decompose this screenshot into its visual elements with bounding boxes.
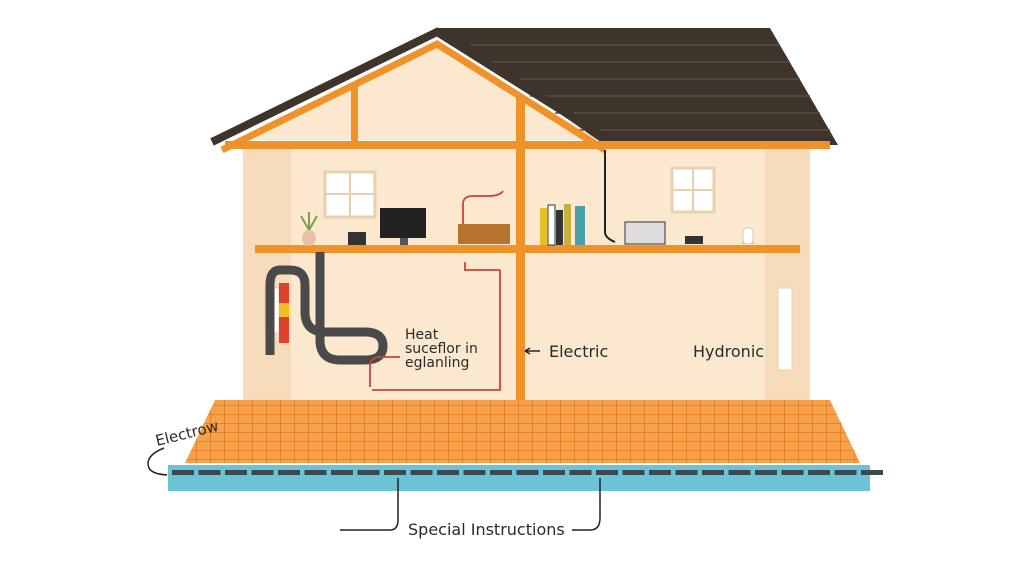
floor-slot xyxy=(410,470,433,475)
floor-slot xyxy=(755,470,777,475)
red-wire xyxy=(369,190,504,391)
floor-base-slots xyxy=(172,470,883,475)
hydronic-pipe xyxy=(265,252,388,365)
callout-lines xyxy=(147,347,601,531)
label-electric: Electric xyxy=(549,342,608,361)
floor-slot xyxy=(622,470,645,475)
shelf xyxy=(255,245,800,253)
floor-slot xyxy=(198,470,221,475)
label-heat-line2: suceflor in xyxy=(405,341,478,357)
shelf-items xyxy=(300,204,754,246)
floor-slot xyxy=(172,470,194,475)
label-heat-line1: Heat xyxy=(405,327,439,343)
floor-slot xyxy=(463,470,486,475)
floor-slot xyxy=(225,470,247,475)
center-post xyxy=(516,95,525,413)
floor-slot xyxy=(516,470,539,475)
roof-shingles xyxy=(470,44,830,131)
side-window-right xyxy=(777,287,793,371)
floor-slot xyxy=(251,470,274,475)
floor-slot xyxy=(702,470,724,475)
floor-slot xyxy=(861,470,883,475)
ceiling-beam xyxy=(225,141,830,149)
floor-slot xyxy=(437,470,459,475)
floor-slot xyxy=(569,470,592,475)
gable xyxy=(250,45,600,140)
heating-floor-grid xyxy=(185,400,860,463)
floor-slot xyxy=(384,470,406,475)
floor-slot xyxy=(357,470,380,475)
floor-slot xyxy=(596,470,618,475)
right-wall-side xyxy=(765,145,810,415)
floor-slot xyxy=(675,470,698,475)
roof-edge xyxy=(210,27,615,146)
floor-slot xyxy=(728,470,751,475)
floor-slot xyxy=(490,470,512,475)
floor-slot xyxy=(304,470,327,475)
label-hydronic: Hydronic xyxy=(693,342,764,361)
floor-slot xyxy=(834,470,857,475)
floor-base xyxy=(168,465,870,491)
floor-slot xyxy=(649,470,671,475)
floor-slot xyxy=(808,470,830,475)
gable-post-left xyxy=(351,86,358,144)
roof xyxy=(437,28,838,145)
floor-slot xyxy=(543,470,565,475)
label-special-instructions: Special Instructions xyxy=(408,520,565,539)
label-heat-line3: eglanling xyxy=(405,355,469,371)
floor-slot xyxy=(331,470,353,475)
gable-trim xyxy=(220,39,607,154)
floor-slot xyxy=(781,470,804,475)
floor-slot xyxy=(278,470,300,475)
